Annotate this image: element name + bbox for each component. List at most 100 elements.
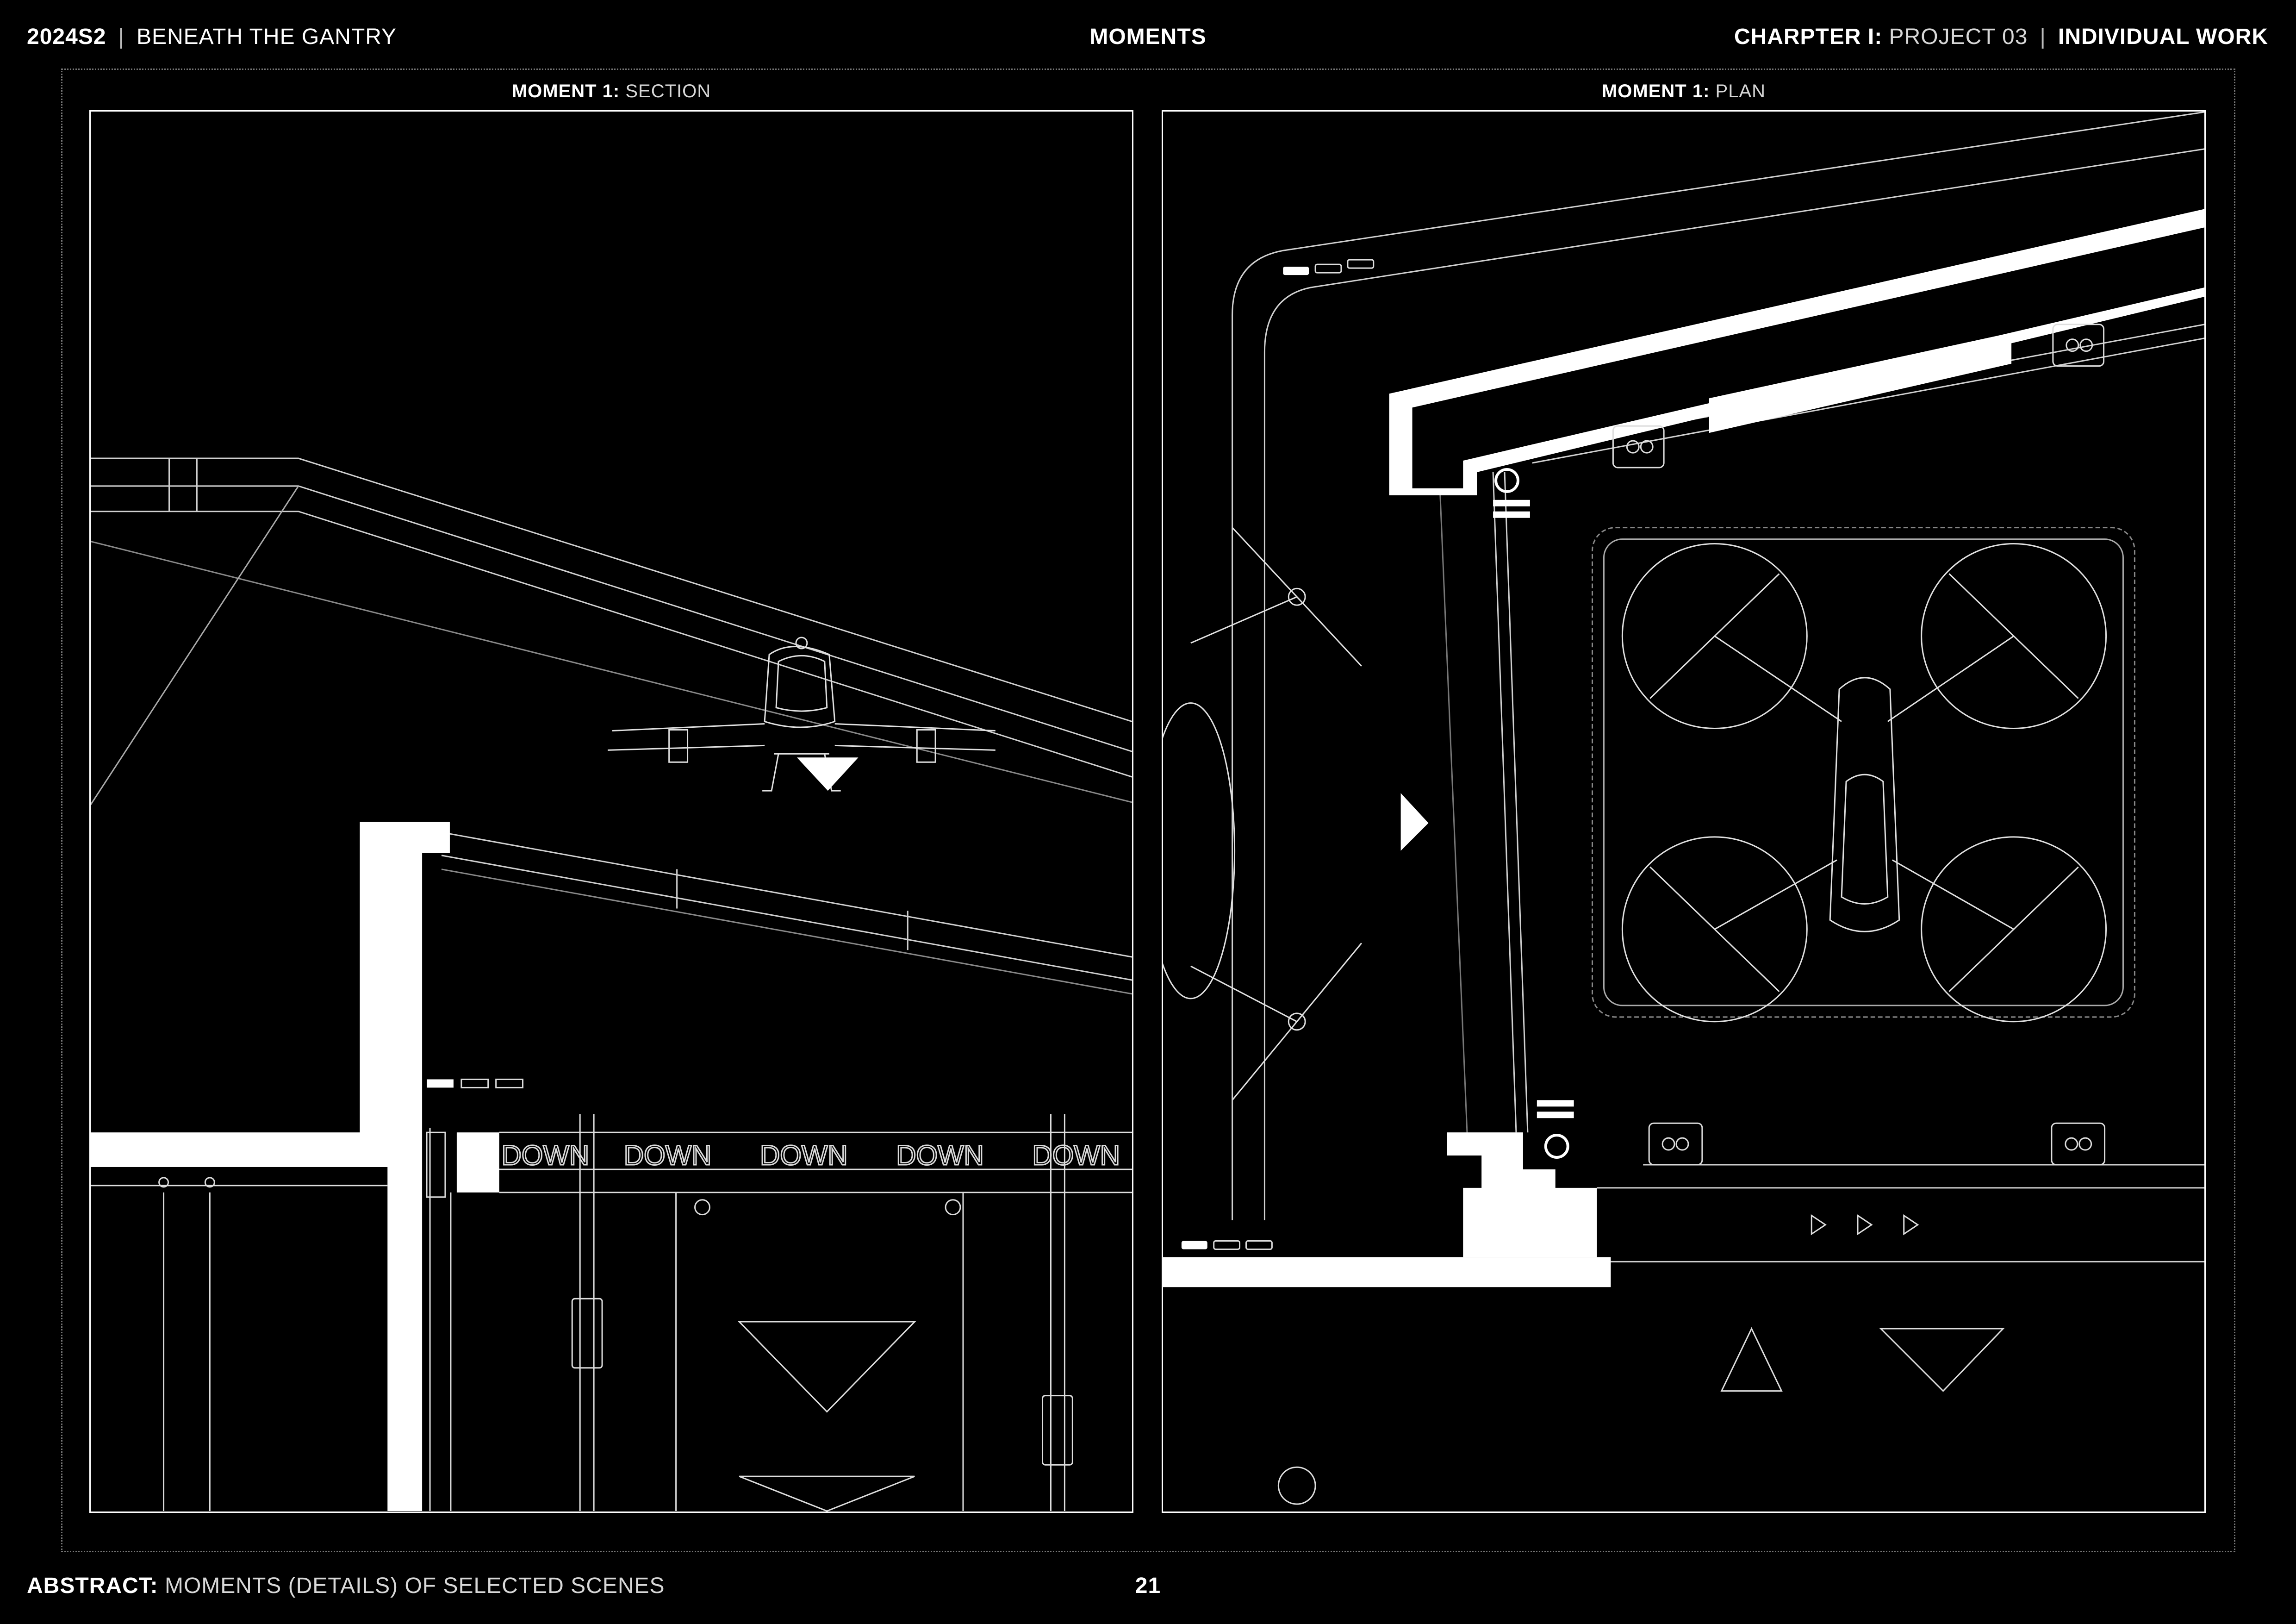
bollard-bar [1537, 1112, 1574, 1118]
drone-arm [1892, 859, 2014, 930]
down-sign: DOWN [896, 1140, 983, 1171]
rotor-disc [1921, 543, 2107, 729]
hanging-sign-box [1042, 1395, 1073, 1466]
rotor-disc [1621, 836, 1808, 1023]
light-fixture [1314, 263, 1342, 274]
drone-arm [834, 744, 996, 751]
bollard [1494, 468, 1519, 493]
project-code: 2024S2 [27, 25, 106, 49]
section-drawing: DOWN DOWN DOWN DOWN DOWN [91, 457, 1132, 1512]
drone-cabin [764, 645, 836, 728]
outlet [2065, 1137, 2078, 1151]
view-label: PLAN [1715, 81, 1766, 101]
drone-arm [1714, 859, 1837, 930]
fixture-circle [158, 1177, 169, 1188]
roof-line [441, 855, 1132, 981]
canopy-line [91, 541, 1132, 803]
moment-label: MOMENT 1: [511, 81, 620, 101]
hanging-sign-box [571, 1298, 603, 1369]
chevron-icon [1857, 1214, 1873, 1236]
triangle-marking [1879, 1328, 2005, 1392]
project-name: BENEATH THE GANTRY [136, 25, 397, 49]
canopy-line [91, 485, 1132, 752]
second-drone-arm [1190, 596, 1297, 644]
rotor-disc [1921, 836, 2107, 1023]
drone-arm [1887, 635, 2014, 722]
view-label: SECTION [625, 81, 711, 101]
footer-left: ABSTRACT: MOMENTS (DETAILS) OF SELECTED … [27, 1573, 665, 1599]
down-sign: DOWN [760, 1140, 847, 1171]
bollard [1544, 1134, 1569, 1159]
light-fixture [1245, 1240, 1273, 1250]
outlet [1661, 1137, 1675, 1151]
plan-wall-top [1389, 209, 2204, 495]
person-figure [1277, 1466, 1316, 1505]
rotor-hub [1288, 1012, 1306, 1031]
outlet [1640, 440, 1654, 454]
canopy-line [91, 511, 1132, 778]
moment-label: MOMENT 1: [1601, 81, 1710, 101]
section-beam [456, 1132, 499, 1193]
bollard-bar [1493, 500, 1530, 506]
page-number: 21 [1135, 1574, 1161, 1598]
propeller [1649, 866, 1780, 993]
plan-wall-bottom [1447, 1132, 1597, 1257]
drone-arm [607, 744, 765, 751]
abstract-text: MOMENTS (DETAILS) OF SELECTED SCENES [164, 1574, 665, 1598]
edge-line [1532, 337, 2204, 464]
light-fixture [1181, 1241, 1207, 1249]
panel-title-plan: MOMENT 1: PLAN [1162, 81, 2206, 102]
light-fixture [1213, 1240, 1241, 1250]
rail-line [1492, 472, 1517, 1133]
drone-arm [1714, 635, 1842, 722]
door-frame [426, 1131, 446, 1198]
light-fixture [460, 1078, 489, 1088]
deck-outline [1232, 112, 2204, 1220]
plan-slab-edge [1163, 1257, 1611, 1287]
plan-drawing [1163, 112, 2204, 1505]
triangle-sign [737, 1321, 916, 1413]
rail-line [1504, 472, 1529, 1133]
plan-bench [1709, 332, 2012, 433]
light-fixture [1283, 267, 1309, 275]
chevron-icon [1903, 1214, 1919, 1236]
canopy-line [91, 457, 1132, 722]
section-drawing-panel: DOWN DOWN DOWN DOWN DOWN [89, 110, 1133, 1513]
triangle-sign [739, 1475, 915, 1512]
outlet [1626, 440, 1640, 454]
outlet [2078, 1137, 2092, 1151]
down-sign: DOWN [1033, 1140, 1120, 1171]
separator: | [118, 25, 124, 49]
rail-line [1439, 490, 1468, 1147]
propeller [1649, 573, 1780, 699]
outlet [2066, 338, 2079, 352]
plan-drawing-panel [1162, 110, 2206, 1513]
propeller [1232, 943, 1363, 1101]
bollard-bar [1493, 511, 1530, 518]
deck-outline [1263, 148, 2204, 1220]
drone-motor [668, 729, 689, 763]
marker-triangle [796, 757, 859, 791]
drone-motor [916, 729, 936, 763]
roof-line [441, 868, 1132, 995]
rotor-disc [1621, 543, 1808, 729]
work-type: INDIVIDUAL WORK [2058, 25, 2268, 49]
chapter-label: CHARPTER I: [1734, 25, 1883, 49]
light-fixture [1347, 259, 1375, 269]
roof-edge [91, 486, 299, 805]
drone-plan-view [1163, 527, 2107, 1101]
outlet-box [1648, 1122, 1703, 1166]
chapter-project: PROJECT 03 [1889, 25, 2028, 49]
rotor-hub [1288, 587, 1306, 606]
light-fixture [427, 1079, 454, 1088]
separator: | [2040, 25, 2046, 49]
section-title: MOMENTS [1089, 25, 1207, 49]
drone-canopy [1841, 774, 1889, 905]
outlet-box [1612, 425, 1665, 468]
section-wall [360, 821, 450, 1511]
bollard-bar [1537, 1100, 1574, 1107]
triangle-marking [1720, 1327, 1783, 1392]
fixture-circle [694, 1199, 710, 1216]
propeller [1232, 527, 1362, 667]
outlet-box [2052, 324, 2105, 367]
